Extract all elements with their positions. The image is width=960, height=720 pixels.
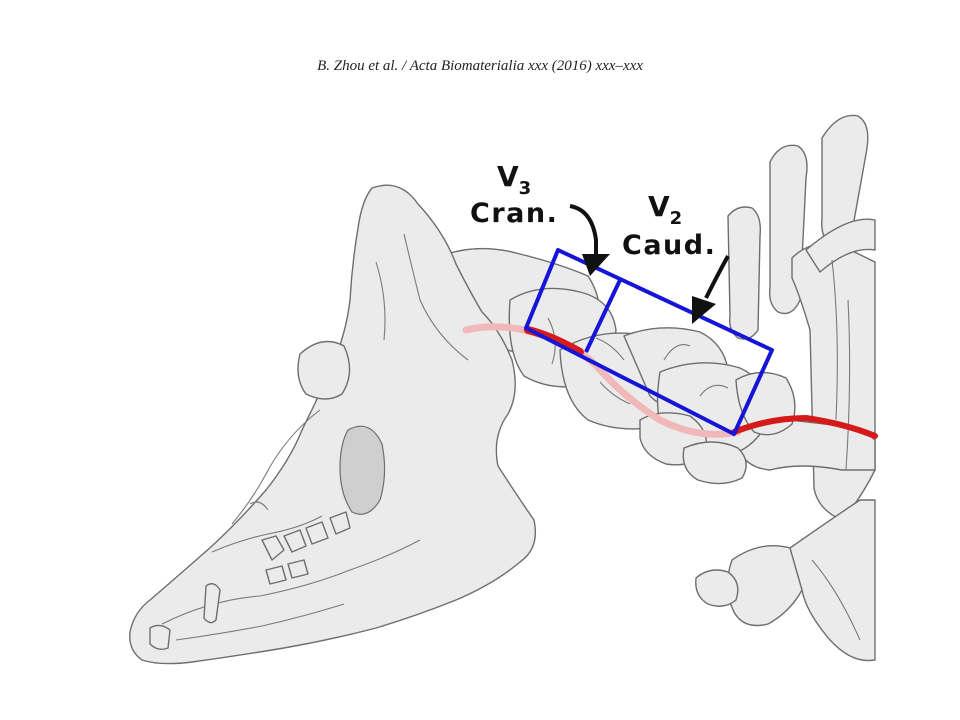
- caud-label: Caud.: [622, 230, 716, 261]
- cran-label: Cran.: [470, 198, 558, 229]
- cran-arrowhead: [582, 254, 610, 276]
- v3-label: V3: [497, 160, 531, 199]
- v3-v2-divider-line: [584, 279, 622, 353]
- caud-arrowhead: [692, 296, 716, 324]
- cran-arrow: [569, 204, 598, 258]
- pig-skull: [129, 184, 537, 665]
- arrows: [569, 204, 730, 324]
- v2-label: V2: [648, 190, 682, 229]
- page-header-citation: B. Zhou et al. / Acta Biomaterialia xxx …: [317, 58, 643, 74]
- artery-segment-v2: [731, 414, 878, 439]
- caud-arrow: [704, 255, 730, 299]
- thorax-bones: [695, 114, 876, 662]
- labels: V3 Cran. V2 Caud.: [470, 160, 716, 261]
